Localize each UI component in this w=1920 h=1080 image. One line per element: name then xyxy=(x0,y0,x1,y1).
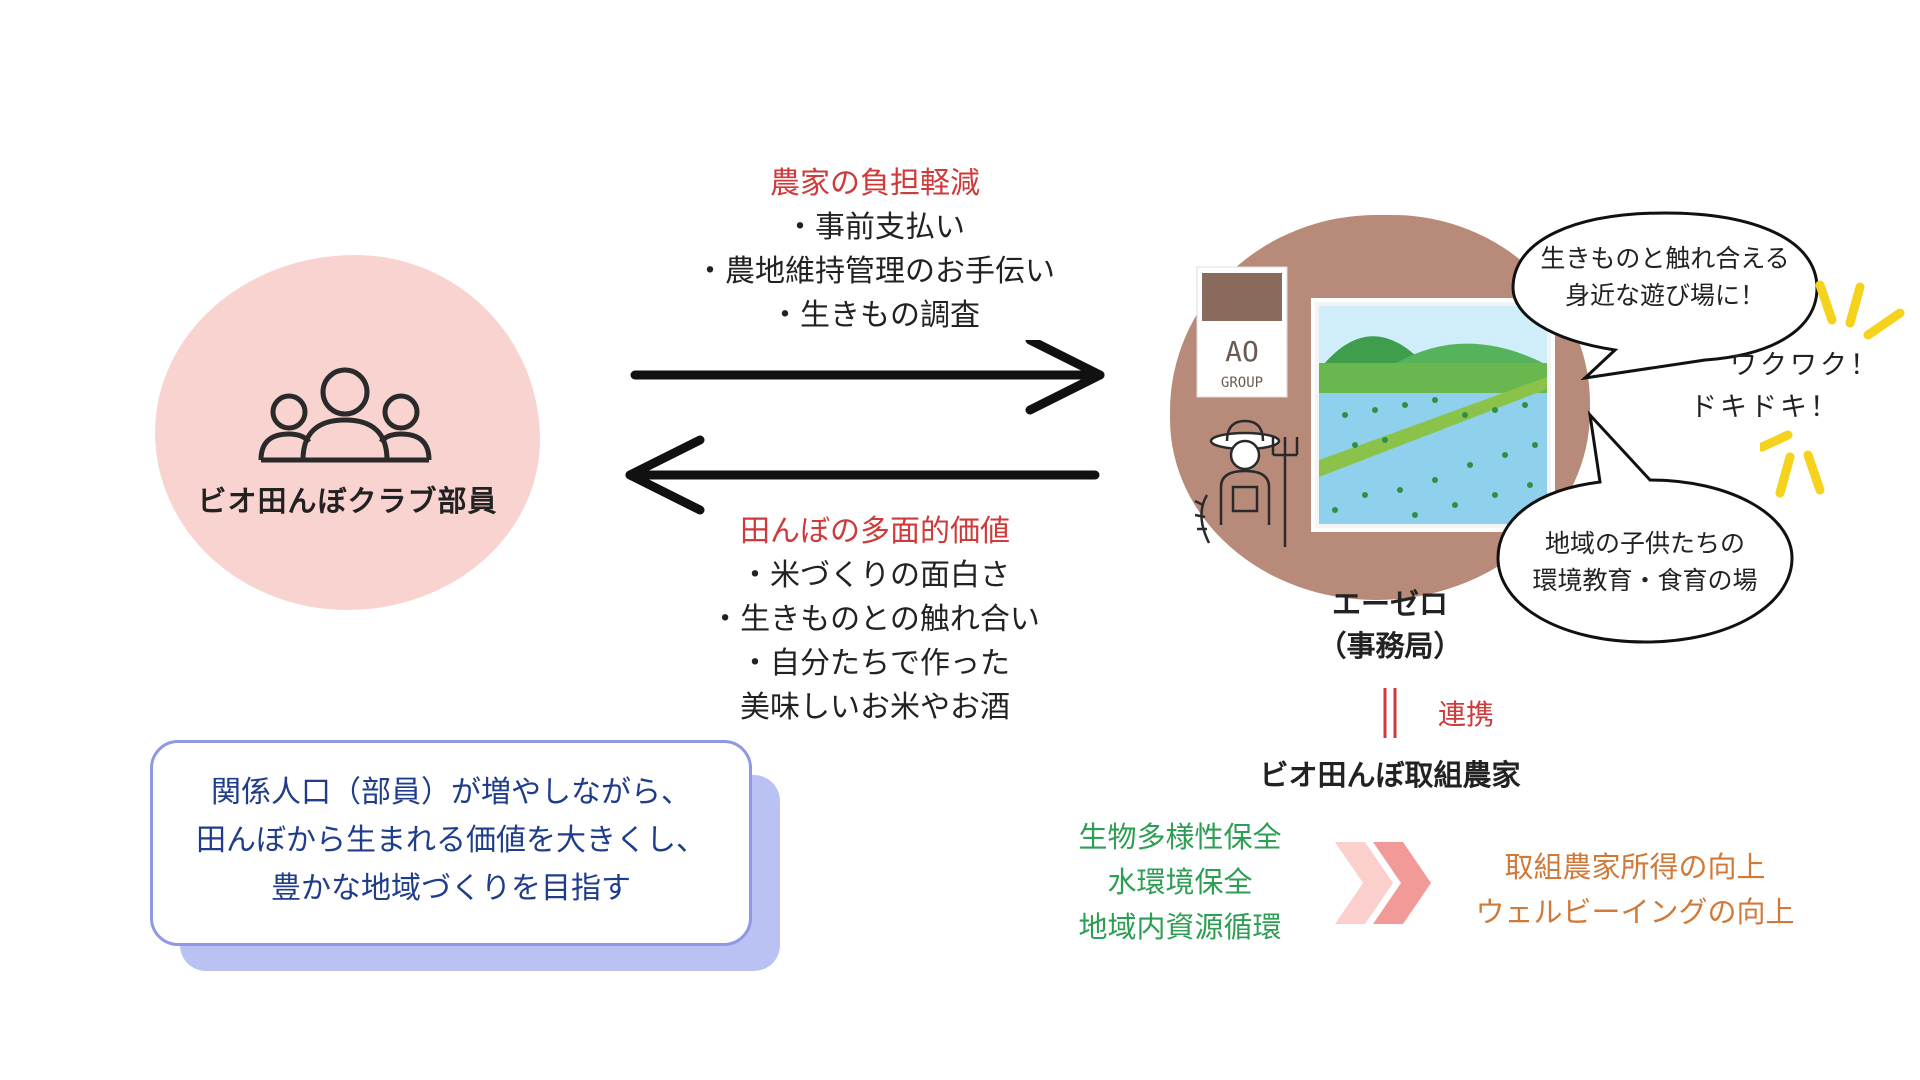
link-bars-icon xyxy=(1383,688,1397,738)
right-arrow-icon xyxy=(630,340,1105,415)
environment-item: 生物多様性保全 xyxy=(1078,820,1282,854)
member-circle xyxy=(155,255,540,610)
aim-line: 田んぼから生まれる価値を大きくし、 xyxy=(196,823,706,858)
environment-item: 地域内資源循環 xyxy=(1078,910,1282,944)
excitement-rays-icon xyxy=(1760,280,1905,498)
excitement-text: ワクワク！ ドキドキ！ xyxy=(1690,345,1900,429)
burden-reduction-title: 農家の負担軽減 xyxy=(770,166,980,201)
value-item: ・米づくりの面白さ xyxy=(740,558,1010,593)
bubble-education-text: 地域の子供たちの 環境教育・食育の場 xyxy=(1505,525,1785,599)
office-label: エーゼロ （事務局） xyxy=(1290,583,1490,667)
value-block: 田んぼの多面的価値 ・米づくりの面白さ ・生きものとの触れ合い ・自分たちで作っ… xyxy=(640,510,1110,730)
burden-item: ・農地維持管理のお手伝い xyxy=(695,254,1055,289)
burden-item: ・事前支払い xyxy=(785,210,965,245)
aim-line: 関係人口（部員）が増やしながら、 xyxy=(211,775,691,810)
paddy-picture xyxy=(1311,298,1555,532)
speech-bubble-education xyxy=(1496,410,1794,644)
link-label: 連携 xyxy=(1438,698,1495,731)
bubble-play-text: 生きものと触れ合える 身近な遊び場に！ xyxy=(1530,240,1800,314)
bubble-play-line: 身近な遊び場に！ xyxy=(1564,281,1765,310)
people-group-icon xyxy=(258,367,432,463)
excitement-line: ワクワク！ xyxy=(1730,350,1880,381)
aim-line: 豊かな地域づくりを目指す xyxy=(271,871,631,906)
outcome-item: 取組農家所得の向上 xyxy=(1504,850,1766,884)
speech-bubble-play xyxy=(1511,211,1819,380)
bubble-education-line: 環境教育・食育の場 xyxy=(1532,566,1758,595)
outcome-item: ウェルビーイングの向上 xyxy=(1475,895,1795,929)
left-arrow-icon xyxy=(625,435,1100,515)
value-item: 美味しいお米やお酒 xyxy=(740,690,1010,725)
environment-item: 水環境保全 xyxy=(1107,865,1253,899)
value-item: ・生きものとの触れ合い xyxy=(710,602,1040,637)
value-item: ・自分たちで作った xyxy=(740,646,1010,681)
member-label: ビオ田んぼクラブ部員 xyxy=(197,484,498,518)
burden-reduction-block: 農家の負担軽減 ・事前支払い ・農地維持管理のお手伝い ・生きもの調査 xyxy=(640,162,1110,338)
office-role: （事務局） xyxy=(1317,629,1463,663)
environment-list: 生物多様性保全 水環境保全 地域内資源循環 xyxy=(1050,815,1310,950)
logo-sub: GROUP xyxy=(1221,375,1263,391)
office-name: エーゼロ xyxy=(1331,587,1448,621)
bubble-play-line: 生きものと触れ合える xyxy=(1540,244,1790,273)
farmer-label: ビオ田んぼ取組農家 xyxy=(1259,758,1521,792)
excitement-line: ドキドキ！ xyxy=(1690,392,1840,423)
rice-field-illustration: AO GROUP xyxy=(1194,266,1555,547)
value-title: 田んぼの多面的価値 xyxy=(740,514,1010,549)
ao-group-logo: AO GROUP xyxy=(1196,266,1288,398)
burden-item: ・生きもの調査 xyxy=(770,298,980,333)
double-chevron-icon xyxy=(1335,842,1431,924)
outcome-list: 取組農家所得の向上 ウェルビーイングの向上 xyxy=(1440,845,1830,935)
bubble-education-line: 地域の子供たちの xyxy=(1544,529,1745,558)
farmer-icon xyxy=(1194,419,1299,547)
exchange-arrows xyxy=(625,340,1105,515)
logo-text: AO xyxy=(1225,335,1259,368)
aim-box: 関係人口（部員）が増やしながら、 田んぼから生まれる価値を大きくし、 豊かな地域… xyxy=(150,740,752,946)
